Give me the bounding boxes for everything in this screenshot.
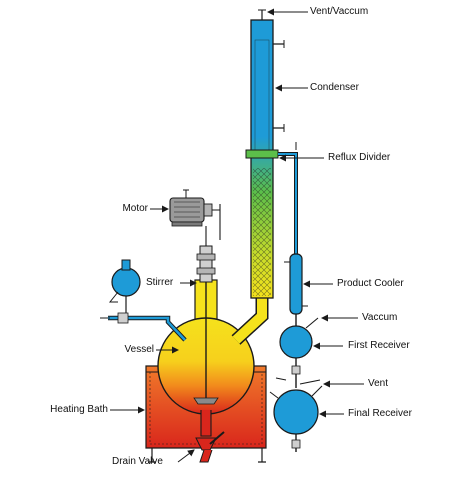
stirrer-shaft [193, 245, 219, 405]
label-reflux-divider: Reflux Divider [328, 152, 391, 163]
drain-valve [195, 431, 225, 463]
label-final-receiver: Final Receiver [348, 408, 412, 419]
first-receiver [275, 317, 321, 388]
label-vaccum: Vaccum [362, 312, 398, 323]
product-cooler [284, 253, 308, 326]
column [245, 9, 285, 299]
vapour-line [231, 296, 269, 345]
leader-arrows [110, 8, 364, 463]
label-stirrer: Stirrer [146, 277, 174, 288]
label-condenser: Condenser [310, 82, 359, 93]
label-vessel: Vessel [124, 344, 154, 355]
label-first-receiver: First Receiver [348, 340, 410, 351]
label-motor: Motor [122, 203, 148, 214]
final-receiver [269, 385, 323, 452]
label-vent-vaccum: Vent/Vaccum [310, 6, 369, 17]
label-heating-bath: Heating Bath [50, 404, 108, 415]
feed-flask [100, 259, 187, 342]
take-off-line [278, 142, 298, 254]
motor [169, 189, 221, 246]
label-drain-valve: Drain Valve [112, 456, 163, 467]
label-product-cooler: Product Cooler [337, 278, 404, 289]
label-vent: Vent [368, 378, 389, 389]
